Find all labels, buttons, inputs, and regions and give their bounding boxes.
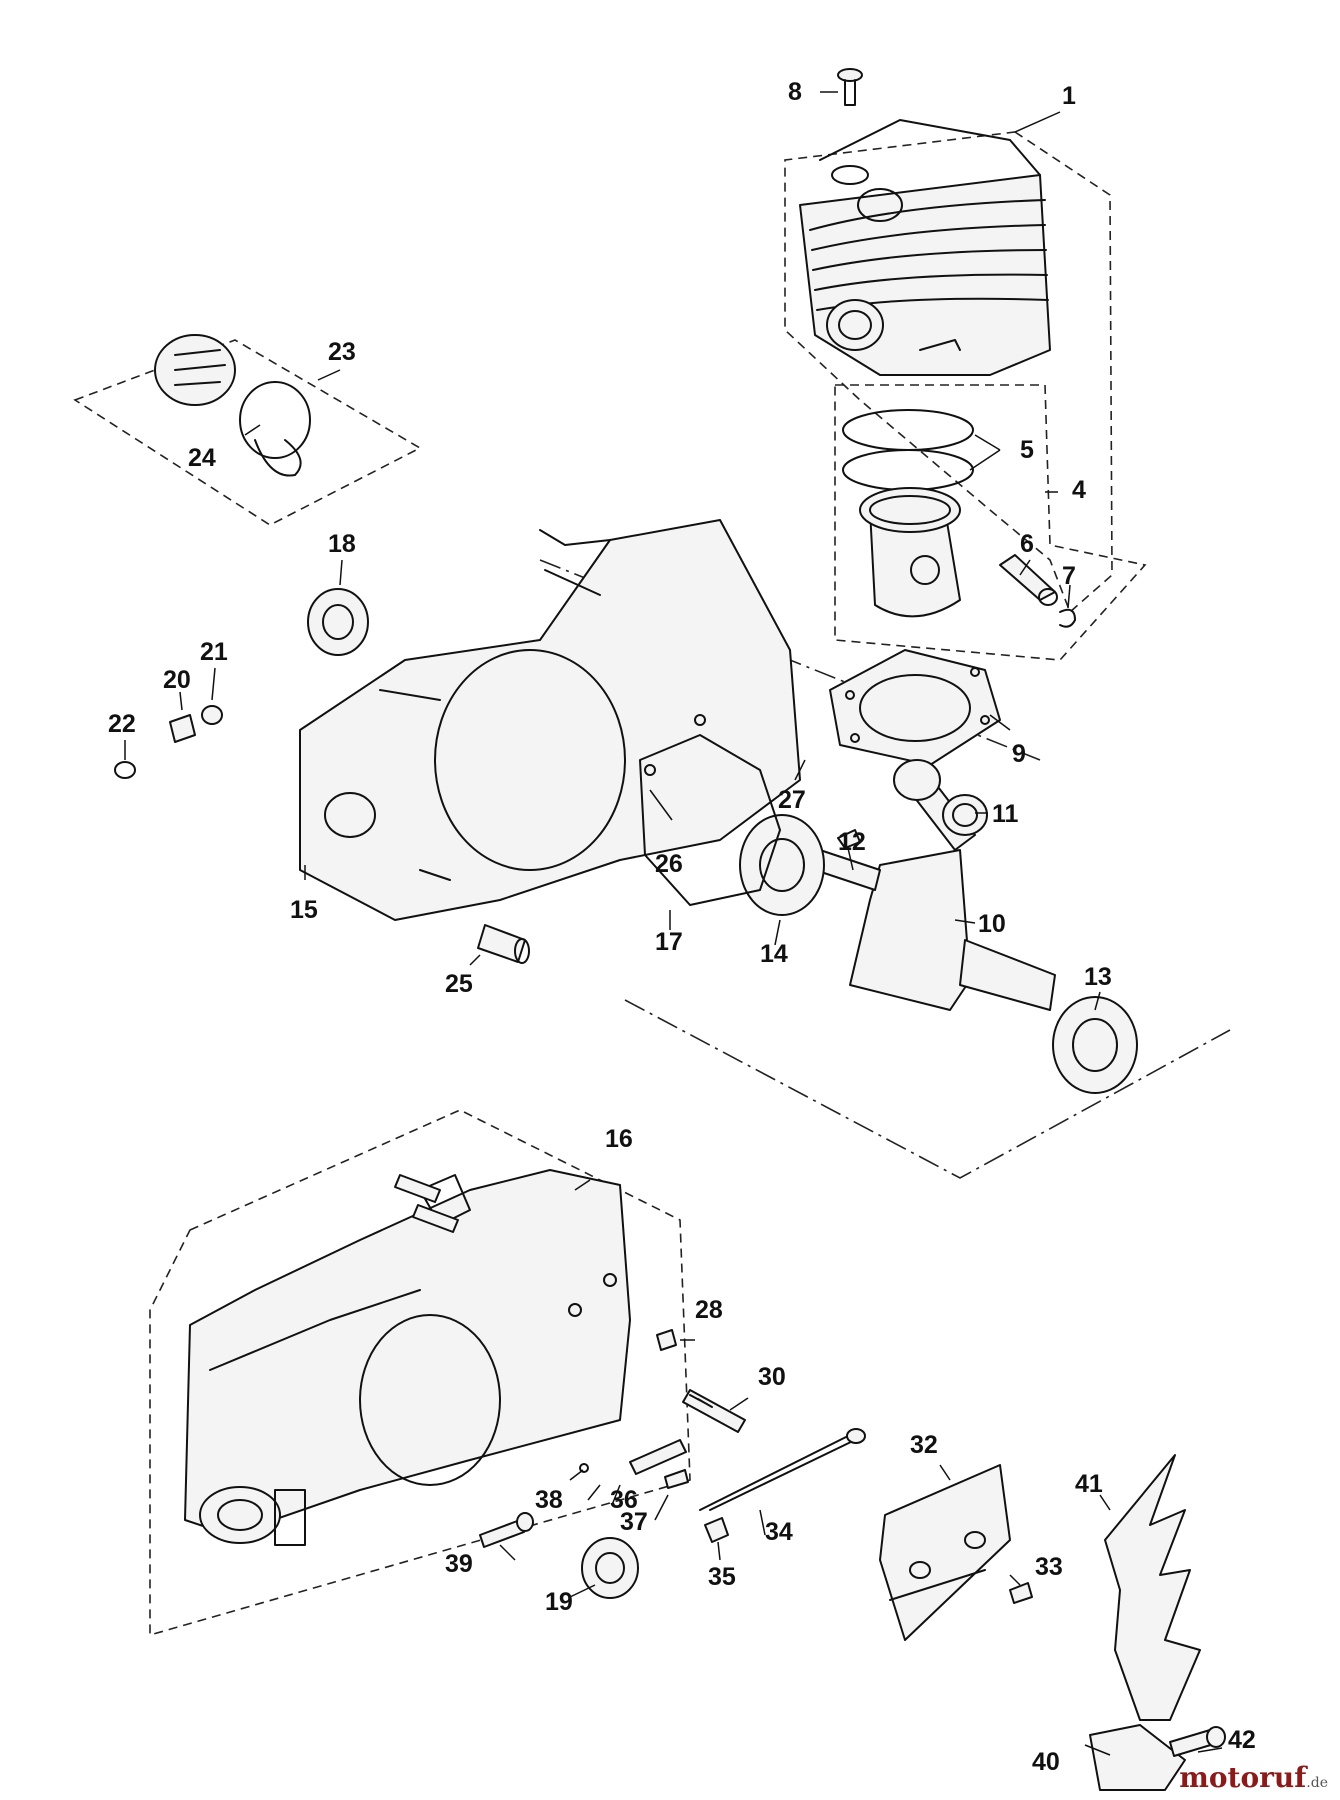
crankcase-lower-half bbox=[184, 1169, 631, 1546]
needle-cage bbox=[942, 794, 988, 836]
callout-11: 11 bbox=[992, 800, 1019, 828]
screw-33 bbox=[1009, 1582, 1033, 1604]
o-ring-24 bbox=[239, 381, 311, 477]
callout-16: 16 bbox=[605, 1125, 633, 1153]
piston bbox=[859, 487, 961, 618]
callout-42: 42 bbox=[1228, 1726, 1256, 1754]
callout-18: 18 bbox=[328, 530, 356, 558]
callout-23: 23 bbox=[328, 338, 356, 366]
cylinder-group-outline bbox=[784, 131, 1113, 614]
callout-4: 4 bbox=[1072, 476, 1086, 504]
oil-pump-23 bbox=[154, 334, 236, 406]
callout-25: 25 bbox=[445, 970, 473, 998]
callout-15: 15 bbox=[290, 896, 318, 924]
nut-28 bbox=[656, 1329, 677, 1351]
callout-5: 5 bbox=[1020, 436, 1034, 464]
callout-19: 19 bbox=[545, 1588, 573, 1616]
crankcase-gasket bbox=[639, 734, 781, 906]
callout-1: 1 bbox=[1062, 82, 1076, 110]
callout-36: 36 bbox=[610, 1486, 638, 1514]
callout-33: 33 bbox=[1035, 1553, 1063, 1581]
callout-41: 41 bbox=[1075, 1470, 1103, 1498]
callout-28: 28 bbox=[695, 1296, 723, 1324]
callout-24: 24 bbox=[188, 444, 216, 472]
spike-40 bbox=[1089, 1724, 1186, 1791]
screw-37 bbox=[664, 1469, 689, 1489]
callout-10: 10 bbox=[978, 910, 1006, 938]
watermark-suffix: .de bbox=[1306, 1775, 1328, 1791]
plate-36 bbox=[629, 1439, 687, 1475]
pin-38 bbox=[579, 1463, 589, 1473]
cylinder bbox=[799, 119, 1051, 376]
adjuster-34 bbox=[699, 1428, 866, 1511]
woodruff-key bbox=[837, 829, 861, 849]
bearing-13 bbox=[1052, 996, 1138, 1094]
callout-40: 40 bbox=[1032, 1748, 1060, 1776]
callout-20: 20 bbox=[163, 666, 191, 694]
crankcase-upper-half bbox=[299, 519, 801, 921]
callout-7: 7 bbox=[1062, 562, 1076, 590]
stud-16b bbox=[412, 1204, 459, 1233]
callout-30: 30 bbox=[758, 1363, 786, 1391]
circlip bbox=[1059, 608, 1076, 628]
callout-39: 39 bbox=[445, 1550, 473, 1578]
spike-41 bbox=[1104, 1454, 1201, 1721]
callout-8: 8 bbox=[788, 78, 802, 106]
screw-42 bbox=[1169, 1726, 1226, 1757]
callout-27: 27 bbox=[778, 786, 806, 814]
callout-21: 21 bbox=[200, 638, 228, 666]
callout-labels: 1 2 3 4 5 6 7 8 9 10 11 12 13 14 15 16 1… bbox=[108, 78, 1256, 1776]
callout-34: 34 bbox=[765, 1518, 793, 1546]
callout-6: 6 bbox=[1020, 530, 1034, 558]
callout-9: 9 bbox=[1012, 740, 1026, 768]
oil-seal-19 bbox=[581, 1537, 639, 1599]
piston-rings bbox=[842, 409, 974, 491]
cylinder-gasket bbox=[829, 649, 1001, 766]
oil-seal-18 bbox=[307, 588, 369, 656]
sleeve-25 bbox=[477, 924, 530, 964]
fitting-21 bbox=[201, 705, 223, 725]
stud-16a bbox=[394, 1174, 441, 1203]
callout-12: 12 bbox=[838, 828, 866, 856]
piston-pin bbox=[999, 554, 1058, 606]
clip-22 bbox=[114, 761, 136, 779]
callout-37: 37 bbox=[620, 1508, 648, 1536]
crankcase-bottom-group-outline bbox=[149, 1109, 691, 1637]
leader-lines bbox=[124, 91, 1223, 1756]
callout-38: 38 bbox=[535, 1486, 563, 1514]
callout-17: 17 bbox=[655, 928, 683, 956]
crankshaft bbox=[814, 759, 1056, 1011]
fitting-20 bbox=[169, 714, 196, 743]
bolt-30 bbox=[682, 1389, 746, 1433]
callout-26: 26 bbox=[655, 850, 683, 878]
watermark-brand: motoruf bbox=[1179, 1761, 1307, 1794]
piston-group-outline bbox=[834, 384, 1147, 661]
bearing-14 bbox=[739, 814, 825, 916]
nut-35 bbox=[704, 1517, 729, 1543]
callout-35: 35 bbox=[708, 1563, 736, 1591]
watermark-logo: motoruf.de bbox=[1179, 1761, 1328, 1794]
callout-32: 32 bbox=[910, 1431, 938, 1459]
screw-8 bbox=[837, 68, 863, 106]
screw-39 bbox=[479, 1512, 534, 1548]
callout-13: 13 bbox=[1084, 963, 1112, 991]
callout-14: 14 bbox=[760, 940, 788, 968]
guide-plate-32 bbox=[879, 1464, 1011, 1641]
callout-22: 22 bbox=[108, 710, 136, 738]
